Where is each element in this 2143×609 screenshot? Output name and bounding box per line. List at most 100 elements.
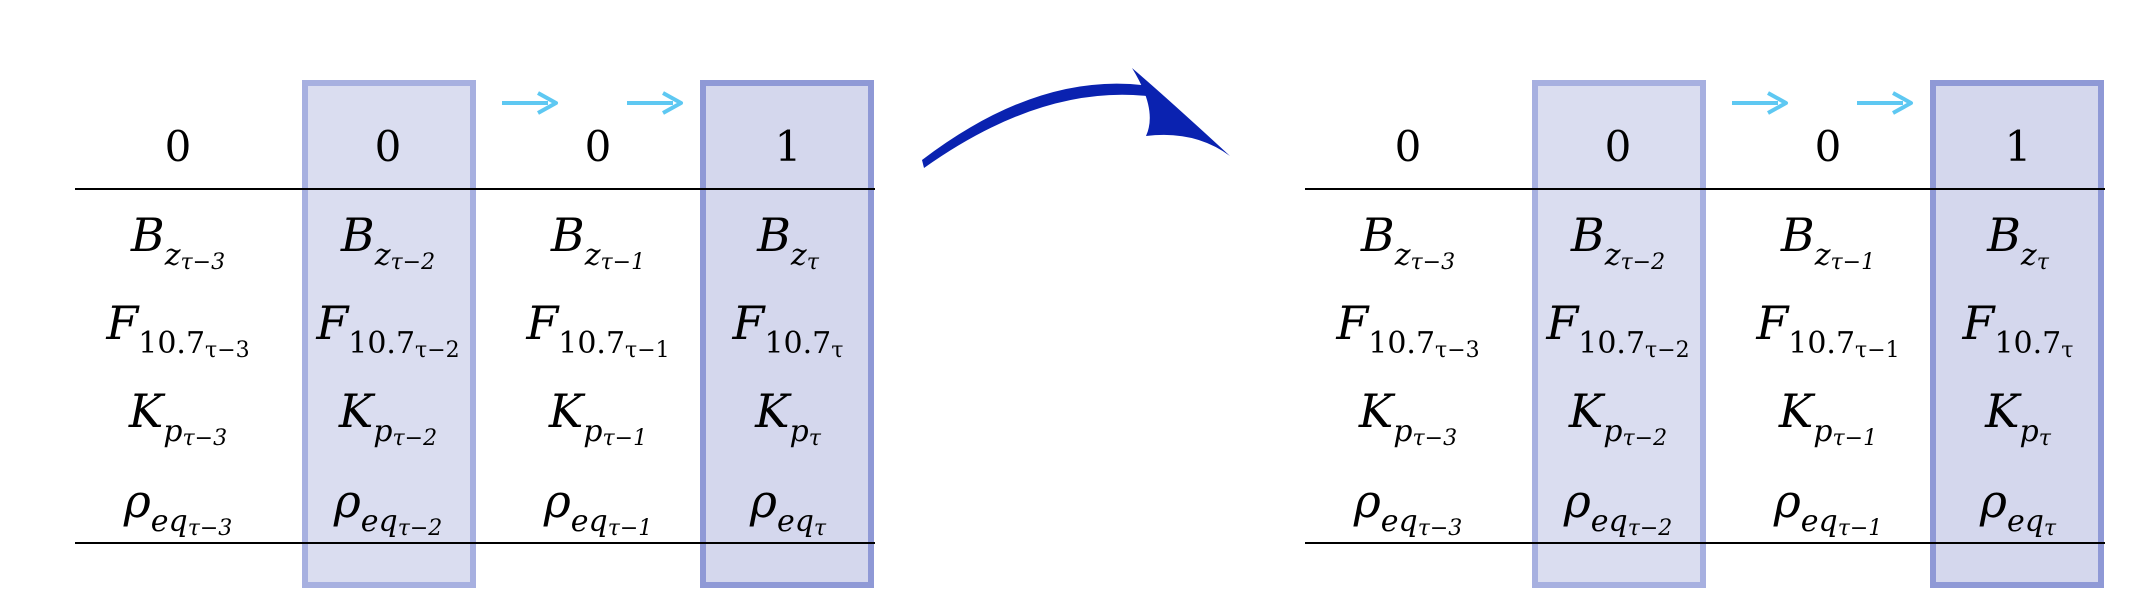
- time-index-subscript: τ−2: [1622, 426, 1668, 451]
- variable-symbol: B: [550, 208, 585, 262]
- shift-arrow-icon: [1732, 91, 1788, 115]
- variable-subscript: eqτ−3: [150, 504, 233, 541]
- variable-cell: Kpτ: [1913, 388, 2123, 450]
- time-index-subscript: τ: [808, 426, 821, 451]
- shift-arrow-icon: [1857, 91, 1913, 115]
- variable-subscript: eqτ: [2006, 504, 2057, 541]
- time-index-subscript: τ−2: [1620, 250, 1666, 275]
- time-index-subscript: τ−2: [1645, 338, 1690, 363]
- variable-symbol: B: [340, 208, 375, 262]
- time-index-subscript: τ: [2036, 250, 2049, 275]
- variable-subscript: 10.7τ: [764, 326, 844, 363]
- variable-symbol: ρ: [1773, 474, 1801, 528]
- time-index-subscript: τ: [2043, 516, 2057, 541]
- variable-cell: Kpτ−2: [283, 388, 493, 450]
- time-index-subscript: τ−1: [607, 516, 653, 541]
- variable-symbol: K: [1985, 384, 2020, 438]
- variable-symbol: F: [1336, 296, 1369, 350]
- variable-subscript: 10.7τ−2: [1578, 326, 1690, 363]
- time-index-subscript: τ−3: [1412, 426, 1458, 451]
- variable-subscript: pτ: [2019, 414, 2051, 451]
- variable-cell: F10.7τ−3: [1303, 300, 1513, 362]
- variable-symbol: ρ: [1353, 474, 1381, 528]
- variable-cell: F10.7τ: [1913, 300, 2123, 362]
- time-index-subscript: τ−3: [180, 250, 226, 275]
- variable-cell: Bzτ−2: [283, 212, 493, 274]
- header-cell: 0: [1604, 122, 1632, 171]
- time-index-subscript: τ−3: [187, 516, 233, 541]
- variable-subscript: 10.7τ−3: [138, 326, 250, 363]
- variable-cell: Bzτ−3: [1303, 212, 1513, 274]
- variable-symbol: F: [106, 296, 139, 350]
- time-index-subscript: τ: [806, 250, 819, 275]
- variable-cell: ρeqτ−3: [1303, 478, 1513, 540]
- time-index-subscript: τ−3: [1435, 338, 1480, 363]
- time-index-subscript: τ: [2061, 338, 2074, 363]
- variable-subscript: 10.7τ−2: [348, 326, 460, 363]
- variable-cell: Kpτ−2: [1513, 388, 1723, 450]
- variable-subscript: zτ−1: [1814, 238, 1876, 275]
- variable-subscript: pτ−3: [163, 414, 228, 451]
- time-index-subscript: τ−1: [1837, 516, 1883, 541]
- time-index-subscript: τ−1: [1832, 426, 1878, 451]
- variable-cell: F10.7τ−1: [1723, 300, 1933, 362]
- variable-symbol: ρ: [1979, 474, 2007, 528]
- variable-cell: Kpτ−1: [493, 388, 703, 450]
- variable-subscript: eqτ−1: [1800, 504, 1883, 541]
- variable-subscript: eqτ−2: [1590, 504, 1673, 541]
- header-cell: 0: [1814, 122, 1842, 171]
- variable-cell: Bzτ−1: [1723, 212, 1933, 274]
- time-index-subscript: τ−2: [397, 516, 443, 541]
- variable-symbol: B: [757, 208, 791, 262]
- time-index-subscript: τ−1: [600, 250, 646, 275]
- variable-subscript: pτ−1: [1813, 414, 1878, 451]
- variable-cell: ρeqτ−2: [1513, 478, 1723, 540]
- variable-cell: ρeqτ: [683, 478, 893, 540]
- variable-subscript: zτ: [2020, 238, 2049, 275]
- header-cell: 0: [1394, 122, 1422, 171]
- variable-cell: ρeqτ−1: [1723, 478, 1933, 540]
- time-index-subscript: τ−2: [392, 426, 438, 451]
- variable-subscript: zτ−1: [584, 238, 646, 275]
- time-index-subscript: τ−3: [182, 426, 228, 451]
- variable-symbol: ρ: [1563, 474, 1591, 528]
- bottom-rule: [75, 542, 875, 544]
- variable-subscript: zτ−3: [1394, 238, 1456, 275]
- variable-subscript: 10.7τ−1: [1788, 326, 1900, 363]
- variable-symbol: F: [1962, 296, 1995, 350]
- variable-symbol: F: [1756, 296, 1789, 350]
- time-index-subscript: τ: [831, 338, 844, 363]
- variable-subscript: zτ−3: [164, 238, 226, 275]
- variable-symbol: K: [548, 384, 584, 438]
- variable-subscript: eqτ−3: [1380, 504, 1463, 541]
- variable-cell: ρeqτ−2: [283, 478, 493, 540]
- variable-subscript: 10.7τ−1: [558, 326, 670, 363]
- variable-symbol: F: [526, 296, 559, 350]
- variable-cell: Bzτ: [1913, 212, 2123, 274]
- bottom-rule: [1305, 542, 2105, 544]
- highlight-column-box: [1532, 80, 1706, 588]
- variable-subscript: pτ−1: [583, 414, 648, 451]
- time-index-subscript: τ: [813, 516, 827, 541]
- variable-cell: ρeqτ−3: [73, 478, 283, 540]
- time-index-subscript: τ−3: [1410, 250, 1456, 275]
- variable-subscript: 10.7τ−3: [1368, 326, 1480, 363]
- variable-symbol: ρ: [749, 474, 777, 528]
- variable-cell: Kpτ−3: [73, 388, 283, 450]
- variable-cell: F10.7τ−2: [283, 300, 493, 362]
- variable-symbol: K: [1568, 384, 1604, 438]
- variable-symbol: ρ: [333, 474, 361, 528]
- variable-cell: Kpτ−1: [1723, 388, 1933, 450]
- variable-symbol: B: [130, 208, 165, 262]
- header-cell: 1: [774, 122, 802, 171]
- variable-subscript: zτ−2: [1604, 238, 1666, 275]
- variable-symbol: K: [128, 384, 164, 438]
- variable-symbol: F: [732, 296, 765, 350]
- variable-symbol: F: [316, 296, 349, 350]
- variable-subscript: eqτ: [776, 504, 827, 541]
- variable-subscript: pτ−3: [1393, 414, 1458, 451]
- variable-symbol: ρ: [123, 474, 151, 528]
- variable-subscript: pτ−2: [373, 414, 438, 451]
- variable-subscript: pτ−2: [1603, 414, 1668, 451]
